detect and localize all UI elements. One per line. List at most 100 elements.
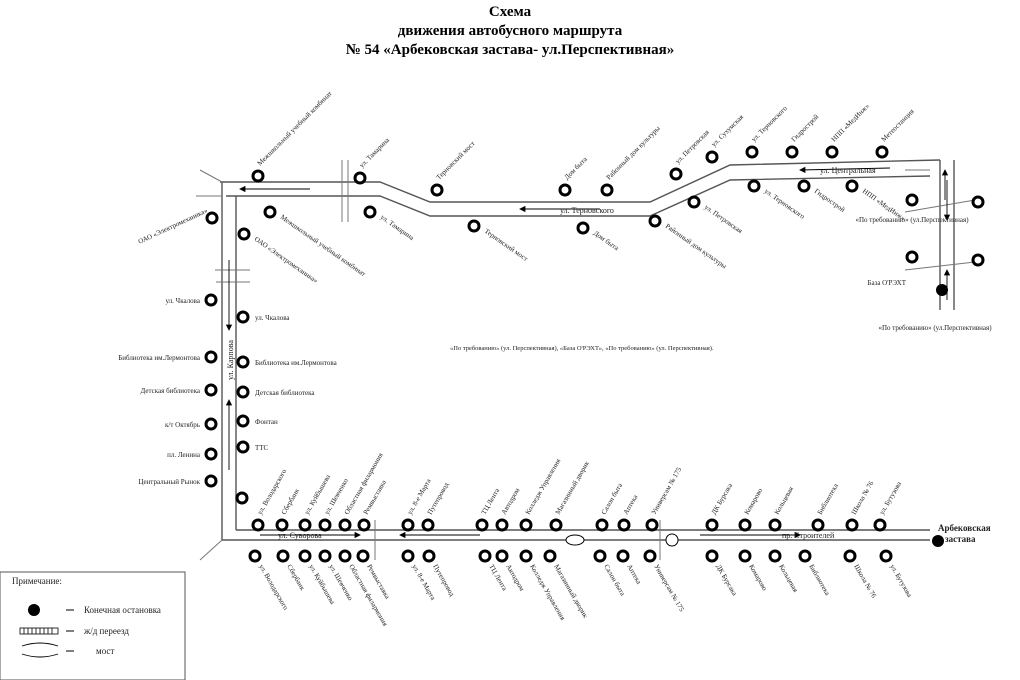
stop-label: Библиотека xyxy=(816,481,841,516)
stop-bottom-b-3[interactable]: ул. Куйбышева xyxy=(298,549,337,606)
stop-label: ул. Чкалова xyxy=(165,297,200,305)
stop-label: НПП «МедИнж» xyxy=(830,102,872,144)
stop-right-3[interactable]: «По требованию» (ул.Перспективная) xyxy=(878,253,992,332)
stop-bottom-b-18[interactable]: Кольцевая xyxy=(768,549,800,594)
stop-marker xyxy=(478,549,492,563)
stop-top-a-6[interactable]: ул. Петровская xyxy=(669,128,711,181)
stop-marker xyxy=(747,179,761,193)
stop-bottom-a-20[interactable]: Школа № 76 xyxy=(845,479,876,532)
street-label-tsentralnaya: ул. Центральная xyxy=(820,166,876,175)
stop-left-a-3[interactable]: Детская библиотека xyxy=(141,383,218,397)
stop-top-b-10[interactable]: Гидрострой xyxy=(797,179,847,214)
stop-top-b-8[interactable]: ул. Петровская xyxy=(687,195,745,236)
stop-bottom-b-17[interactable]: Комарово xyxy=(738,549,769,592)
stop-marker-right-extra[interactable] xyxy=(971,195,985,209)
stop-marker xyxy=(495,518,509,532)
stop-label: Сбербанк xyxy=(285,563,307,592)
stop-label: ул. Володарского xyxy=(257,563,290,612)
stop-label: Детская библиотека xyxy=(255,389,315,397)
stop-bottom-a-2[interactable]: Сбербанк xyxy=(275,487,301,532)
stop-bottom-b-11[interactable]: Колледж Управления xyxy=(519,549,567,622)
stop-left-a-2[interactable]: Библиотека им.Лермонтова xyxy=(118,350,218,364)
stop-marker xyxy=(298,518,312,532)
stop-marker xyxy=(645,518,659,532)
stop-bottom-a-17[interactable]: Комарово xyxy=(738,487,765,532)
street-label-suvorova: ул. Суворова xyxy=(278,531,322,540)
stop-right-2[interactable]: База О'РЭХТ xyxy=(867,250,919,287)
stop-marker xyxy=(248,549,262,563)
stop-top-a-5[interactable]: Районный дом культуры xyxy=(600,124,662,197)
stop-bottom-a-18[interactable]: Кольцевая xyxy=(768,485,796,532)
stop-marker xyxy=(845,518,859,532)
stop-top-a-1[interactable]: Межшкольный учебный комбинат xyxy=(251,90,334,183)
stop-top-a-11[interactable]: Метеостанция xyxy=(875,107,917,159)
stop-top-a-8[interactable]: ул. Терновского xyxy=(745,104,789,159)
stop-bottom-b-21[interactable]: ул. Бутузова xyxy=(879,549,914,599)
stop-top-a-3[interactable]: Терновский мост xyxy=(430,140,477,197)
terminal-stop[interactable]: Арбековская застава xyxy=(932,523,993,547)
stop-top-b-7[interactable]: Районный дом культуры xyxy=(648,214,728,270)
stop-bottom-a-14[interactable]: Аптека xyxy=(617,493,640,532)
stop-label: ул. Сухумская xyxy=(710,113,746,149)
stop-top-b-4[interactable]: ул. Тамарина xyxy=(363,205,416,243)
stop-marker xyxy=(430,183,444,197)
stop-label: Гидрострой xyxy=(813,187,847,214)
stop-top-a-9[interactable]: Гидрострой xyxy=(785,113,821,159)
stop-top-b-5[interactable]: Терновский мост xyxy=(467,219,529,263)
stop-marker xyxy=(353,171,367,185)
stop-label: Метеостанция xyxy=(880,107,917,144)
stop-label: ул. Бутузова xyxy=(878,480,904,516)
stop-left-a-5[interactable]: пл. Ленина xyxy=(167,447,218,461)
stop-bottom-a-10[interactable]: Автодром xyxy=(495,486,522,532)
stop-marker xyxy=(593,549,607,563)
stop-bottom-b-19[interactable]: Библиотека xyxy=(798,549,832,598)
stop-bottom-b-15[interactable]: Универсам № 175 xyxy=(643,549,686,613)
stop-bottom-a-15[interactable]: Универсам № 175 xyxy=(645,466,684,532)
stop-marker xyxy=(263,205,277,219)
stop-bottom-a-16[interactable]: ДК Бурсака xyxy=(705,481,735,532)
stop-label: ул. Тамарина xyxy=(358,136,392,170)
stop-bottom-a-19[interactable]: Библиотека xyxy=(811,481,841,532)
stop-bottom-a-21[interactable]: ул. Бутузова xyxy=(873,480,904,532)
stop-label: Комарово xyxy=(743,487,765,516)
stop-top-a-4[interactable]: Дом быта xyxy=(558,155,589,197)
stop-left-a-1[interactable]: ул. Чкалова xyxy=(165,293,218,307)
map-title-line-2: движения автобусного маршрута xyxy=(397,23,623,39)
stop-marker xyxy=(600,183,614,197)
stop-marker-karpova-south[interactable] xyxy=(235,491,249,505)
stop-top-b-6[interactable]: Дом быта xyxy=(576,221,621,253)
stop-left-b-2[interactable]: Библиотека им.Лермонтова xyxy=(236,355,338,369)
stop-marker xyxy=(401,549,415,563)
stop-marker xyxy=(705,150,719,164)
stop-bottom-b-12[interactable]: Магазинный дворик xyxy=(543,549,590,620)
map-title: Схема движения автобусного маршрута № 54… xyxy=(0,3,1020,60)
stop-marker xyxy=(617,518,631,532)
stop-label: Школа № 76 xyxy=(852,563,878,600)
stop-label: Универсам № 175 xyxy=(650,466,684,516)
stop-label: ДК Бурсака xyxy=(714,563,739,598)
stop-top-a-7[interactable]: ул. Сухумская xyxy=(705,113,746,164)
stop-bottom-b-16[interactable]: ДК Бурсака xyxy=(705,549,739,598)
stop-label: Аптека xyxy=(622,493,640,516)
stop-left-b-3[interactable]: Детская библиотека xyxy=(236,385,315,399)
stop-top-b-2[interactable]: Межшкольный учебный комбинат xyxy=(263,205,367,278)
stop-marker xyxy=(363,205,377,219)
stop-bottom-b-20[interactable]: Школа № 76 xyxy=(843,549,878,600)
stop-marker xyxy=(768,518,782,532)
stop-top-b-1[interactable]: ОАО «Электромеханика» xyxy=(137,206,219,246)
stop-top-a-2[interactable]: ул. Тамарина xyxy=(353,136,392,185)
stop-marker xyxy=(338,518,352,532)
stop-marker xyxy=(204,383,218,397)
stop-left-b-4[interactable]: Фонтан xyxy=(236,414,278,428)
stop-left-b-5[interactable]: ТТС xyxy=(236,440,269,454)
stop-label: База О'РЭХТ xyxy=(867,279,906,287)
stop-marker xyxy=(971,253,985,267)
stop-left-a-4[interactable]: к/т Октябрь xyxy=(165,417,218,431)
stop-top-a-10[interactable]: НПП «МедИнж» xyxy=(825,102,872,159)
stop-marker xyxy=(873,518,887,532)
stop-bottom-b-14[interactable]: Аптека xyxy=(616,549,643,586)
terminal-dot-perspektivnaya xyxy=(936,284,948,296)
stop-left-b-1[interactable]: ул. Чкалова xyxy=(236,310,290,324)
stop-left-a-6[interactable]: Центральный Рынок xyxy=(138,474,218,488)
stop-right-1[interactable]: «По требованию» (ул.Перспективная) xyxy=(855,193,969,224)
